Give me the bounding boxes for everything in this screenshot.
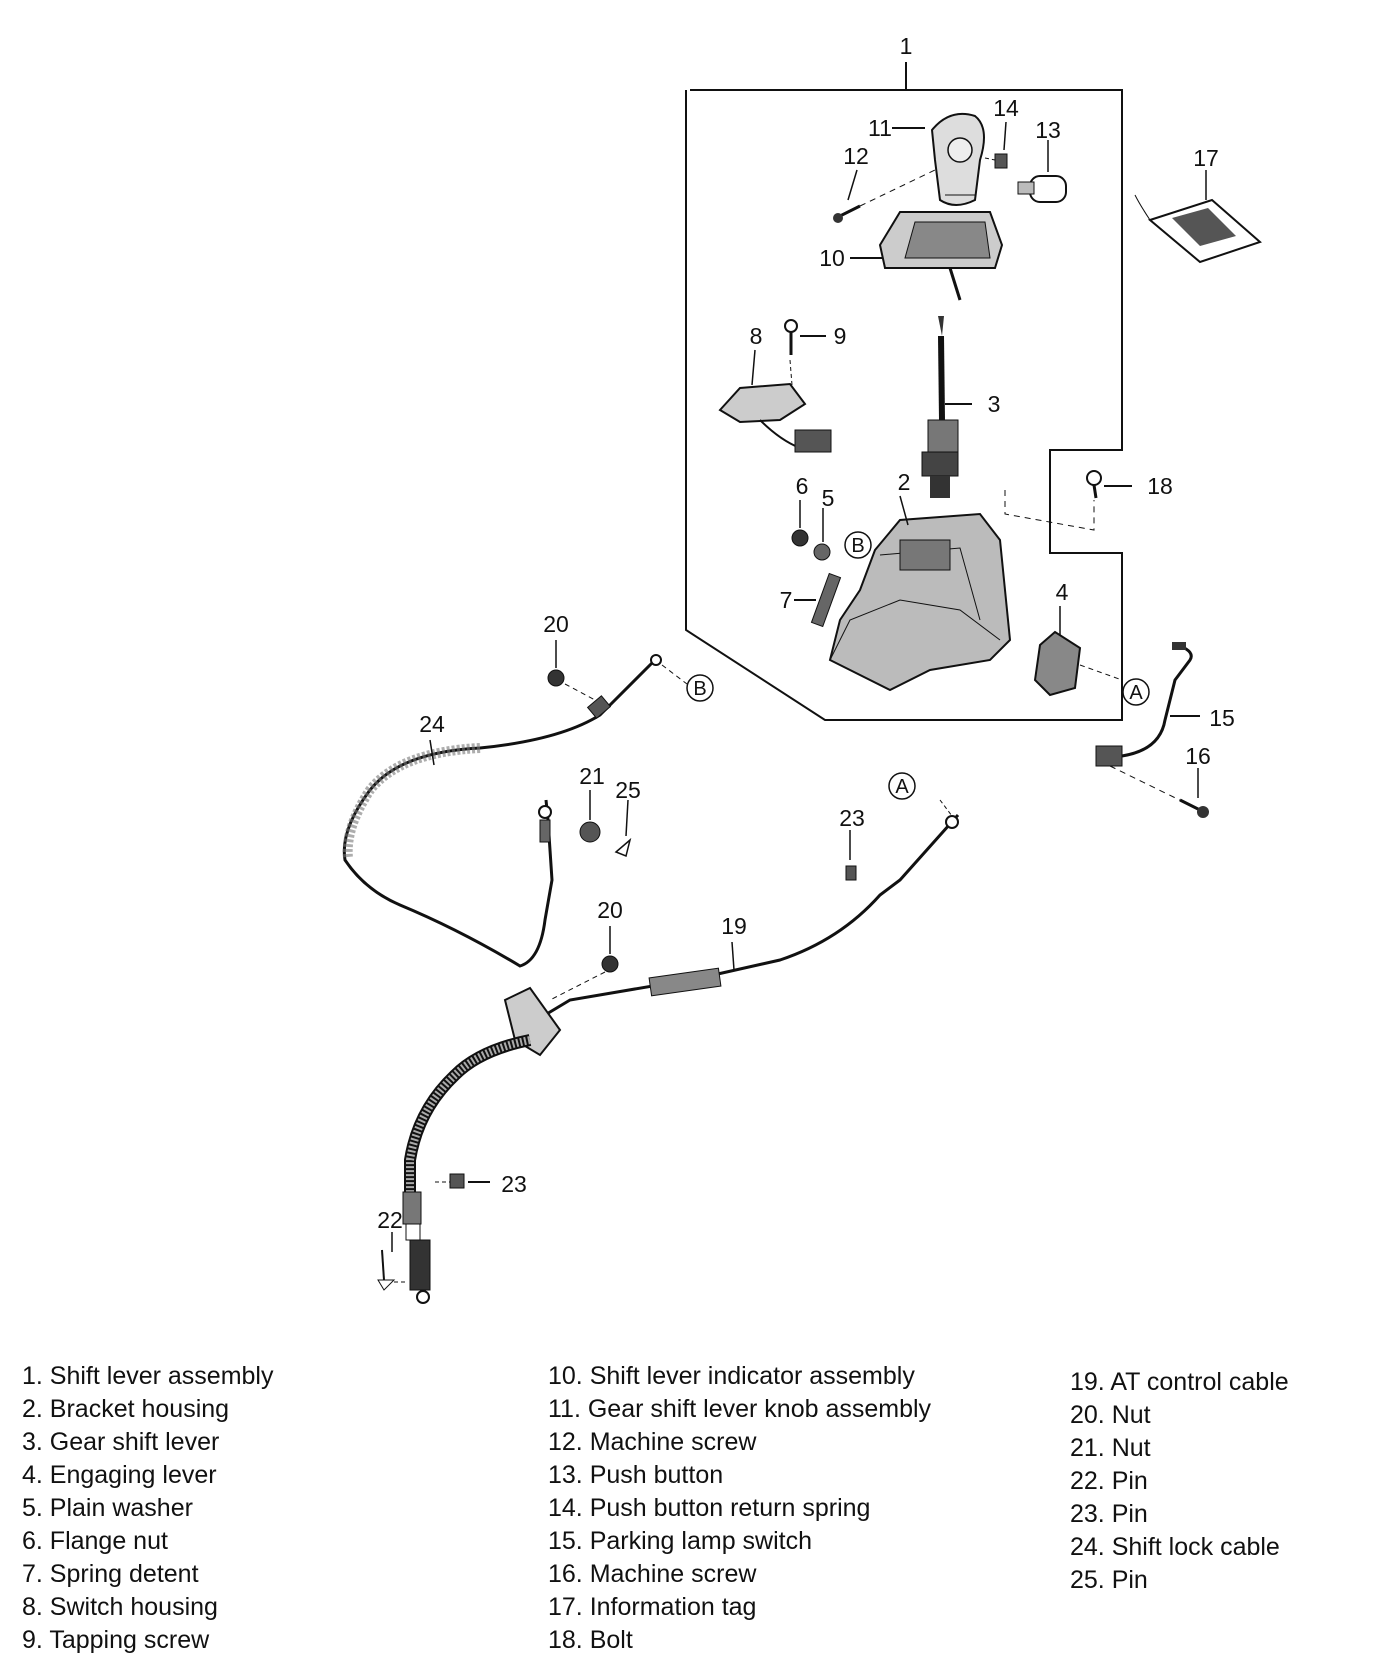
legend-item: 5. Plain washer: [22, 1494, 193, 1522]
callout-20-lower: 20: [597, 897, 623, 923]
connector-b1: B: [844, 531, 872, 559]
callout-line-19: [731, 941, 735, 971]
shift-indicator-10: [878, 211, 1004, 301]
legend-item: 3. Gear shift lever: [22, 1428, 220, 1456]
legend-item: 6. Flange nut: [22, 1527, 168, 1555]
parts-legend: 1. Shift lever assembly 2. Bracket housi…: [0, 1360, 1392, 1660]
pin-22: [377, 1249, 408, 1291]
callout-line-25: [625, 799, 629, 837]
nut-21: [579, 821, 601, 843]
callout-24: 24: [419, 711, 445, 737]
callout-9: 9: [834, 323, 847, 349]
nut-20-upper: [547, 669, 596, 701]
pin-25: [614, 837, 632, 858]
legend-item: 12. Machine screw: [548, 1428, 757, 1456]
flange-nut-6: [791, 529, 809, 547]
connector-b2-label: B: [693, 678, 706, 700]
legend-column-3: 19. AT control cable 20. Nut 21. Nut 22.…: [1070, 1366, 1289, 1597]
legend-item: 21. Nut: [1070, 1434, 1151, 1462]
connector-a2-label: A: [895, 776, 909, 798]
callout-11: 11: [868, 115, 892, 141]
legend-item: 9. Tapping screw: [22, 1626, 210, 1654]
callout-line-14: [1003, 121, 1007, 151]
legend-item: 11. Gear shift lever knob assembly: [548, 1395, 932, 1423]
legend-column-1: 1. Shift lever assembly 2. Bracket housi…: [22, 1360, 274, 1657]
connector-a1: A: [1122, 678, 1150, 706]
legend-item: 23. Pin: [1070, 1500, 1148, 1528]
callout-20-upper: 20: [543, 611, 569, 637]
legend-item: 1. Shift lever assembly: [22, 1362, 274, 1390]
legend-item: 7. Spring detent: [22, 1560, 199, 1588]
legend-item: 24. Shift lock cable: [1070, 1533, 1280, 1561]
bracket-housing-2: [828, 512, 1012, 692]
callout-4: 4: [1056, 579, 1069, 605]
callout-line-12: [847, 169, 858, 201]
exploded-parts-diagram: A A B B: [342, 33, 1262, 1304]
callout-7: 7: [780, 587, 793, 613]
bolt-18: [1004, 470, 1102, 531]
callout-18: 18: [1147, 473, 1173, 499]
gear-shift-lever-3: [921, 316, 959, 498]
legend-item: 8. Switch housing: [22, 1593, 218, 1621]
legend-item: 4. Engaging lever: [22, 1461, 217, 1489]
connector-a1-label: A: [1129, 682, 1143, 704]
callout-10: 10: [819, 245, 845, 271]
callout-16: 16: [1185, 743, 1211, 769]
legend-item: 18. Bolt: [548, 1626, 633, 1654]
legend-item: 25. Pin: [1070, 1566, 1148, 1594]
machine-screw-16: [1109, 765, 1209, 818]
callout-21: 21: [579, 763, 605, 789]
tapping-screw-9: [784, 319, 798, 355]
callout-8: 8: [750, 323, 763, 349]
legend-item: 22. Pin: [1070, 1467, 1148, 1495]
connector-b2: B: [686, 674, 714, 702]
assembly-boundary: [685, 89, 1123, 721]
callout-6: 6: [796, 473, 809, 499]
spring-detent-7: [810, 572, 842, 628]
machine-screw-12: [833, 169, 936, 223]
callout-19: 19: [721, 913, 747, 939]
engaging-lever-4: [1033, 630, 1123, 697]
legend-item: 10. Shift lever indicator assembly: [548, 1362, 915, 1390]
callout-23-lower: 23: [501, 1171, 527, 1197]
pin-23-upper: [845, 865, 857, 881]
legend-item: 19. AT control cable: [1070, 1368, 1289, 1396]
callout-14: 14: [993, 95, 1019, 121]
callout-22: 22: [377, 1207, 403, 1233]
callout-2: 2: [898, 469, 911, 495]
callout-3: 3: [988, 391, 1001, 417]
callout-15: 15: [1209, 705, 1235, 731]
callout-line-2: [899, 495, 909, 526]
callout-23-upper: 23: [839, 805, 865, 831]
nut-20-lower: [549, 955, 619, 1001]
pin-23-lower: [435, 1173, 465, 1189]
callout-12: 12: [843, 143, 869, 169]
callout-13: 13: [1035, 117, 1061, 143]
switch-housing-8: [718, 359, 832, 453]
callout-1: 1: [900, 33, 913, 59]
shift-lock-cable-24: [342, 654, 688, 968]
legend-item: 15. Parking lamp switch: [548, 1527, 813, 1555]
shift-knob: [930, 112, 985, 206]
parking-lamp-switch-15: [1095, 642, 1193, 767]
return-spring-14: [984, 153, 1008, 169]
legend-item: 13. Push button: [548, 1461, 724, 1489]
connector-a2: A: [888, 772, 916, 800]
legend-item: 20. Nut: [1070, 1401, 1151, 1429]
connector-b1-label: B: [851, 535, 864, 557]
plain-washer-5: [813, 543, 831, 561]
callout-17: 17: [1193, 145, 1219, 171]
callout-25: 25: [615, 777, 641, 803]
legend-item: 2. Bracket housing: [22, 1395, 230, 1423]
legend-column-2: 10. Shift lever indicator assembly 11. G…: [548, 1360, 931, 1657]
information-tag-17: [1134, 194, 1262, 264]
at-control-cable-19: [402, 799, 960, 1304]
push-button-13: [1017, 175, 1067, 203]
callout-line-8: [751, 349, 756, 386]
callout-line-24: [429, 739, 435, 766]
legend-item: 16. Machine screw: [548, 1560, 757, 1588]
callout-5: 5: [822, 485, 835, 511]
legend-item: 14. Push button return spring: [548, 1494, 871, 1522]
legend-item: 17. Information tag: [548, 1593, 757, 1621]
